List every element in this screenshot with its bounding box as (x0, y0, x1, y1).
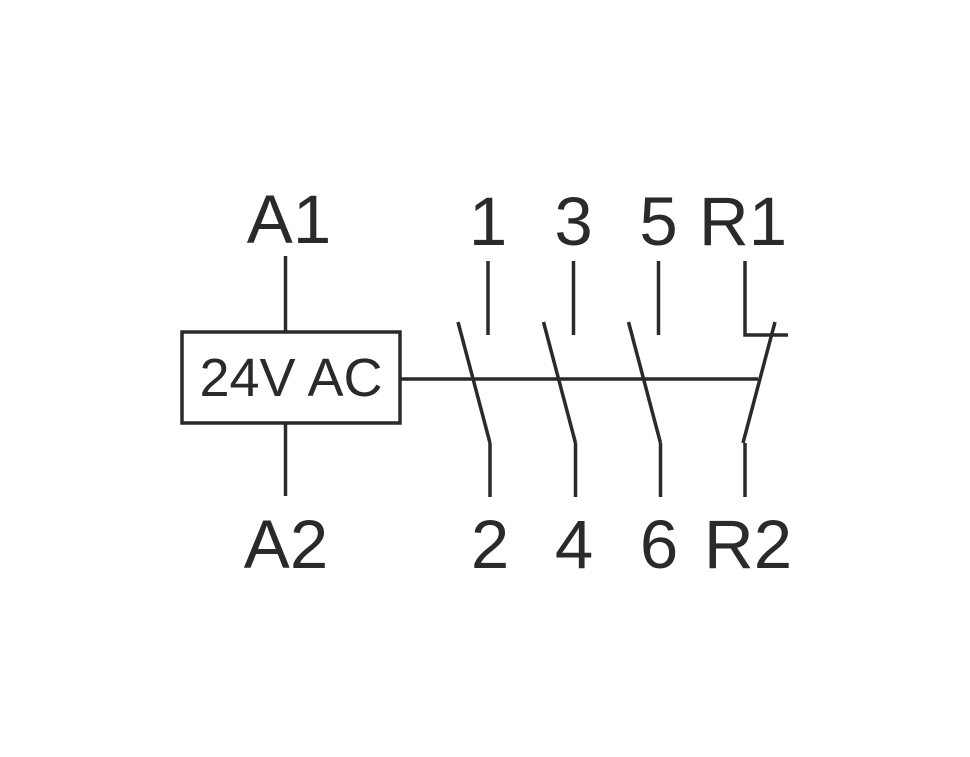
contact-1-bottom-label: 2 (471, 506, 509, 583)
contact-r-top-label: R1 (699, 183, 787, 260)
contact-pole-2: 3 4 (541, 183, 593, 583)
contact-r-bottom-label: R2 (704, 506, 792, 583)
contact-r-blade (741, 321, 777, 444)
coil-symbol: A1 24V AC A2 (180, 181, 402, 583)
coil-top-terminal-label: A1 (247, 181, 331, 258)
contact-1-blade (456, 321, 492, 444)
contact-pole-1: 1 2 (456, 183, 509, 583)
contact-1-top-label: 1 (469, 183, 507, 260)
contact-r-top-terminal-wire (743, 261, 788, 337)
contact-2-top-label: 3 (554, 183, 592, 260)
coil-voltage-label: 24V AC (199, 348, 382, 408)
contact-3-bottom-label: 6 (640, 506, 678, 583)
contact-3-top-label: 5 (639, 183, 677, 260)
coil-bottom-terminal-label: A2 (244, 506, 328, 583)
contact-2-blade (541, 321, 578, 444)
contact-2-bottom-label: 4 (555, 506, 593, 583)
contact-pole-3: 5 6 (626, 183, 678, 583)
contact-3-blade (626, 321, 663, 444)
contact-pole-r: R1 R2 (699, 183, 792, 583)
